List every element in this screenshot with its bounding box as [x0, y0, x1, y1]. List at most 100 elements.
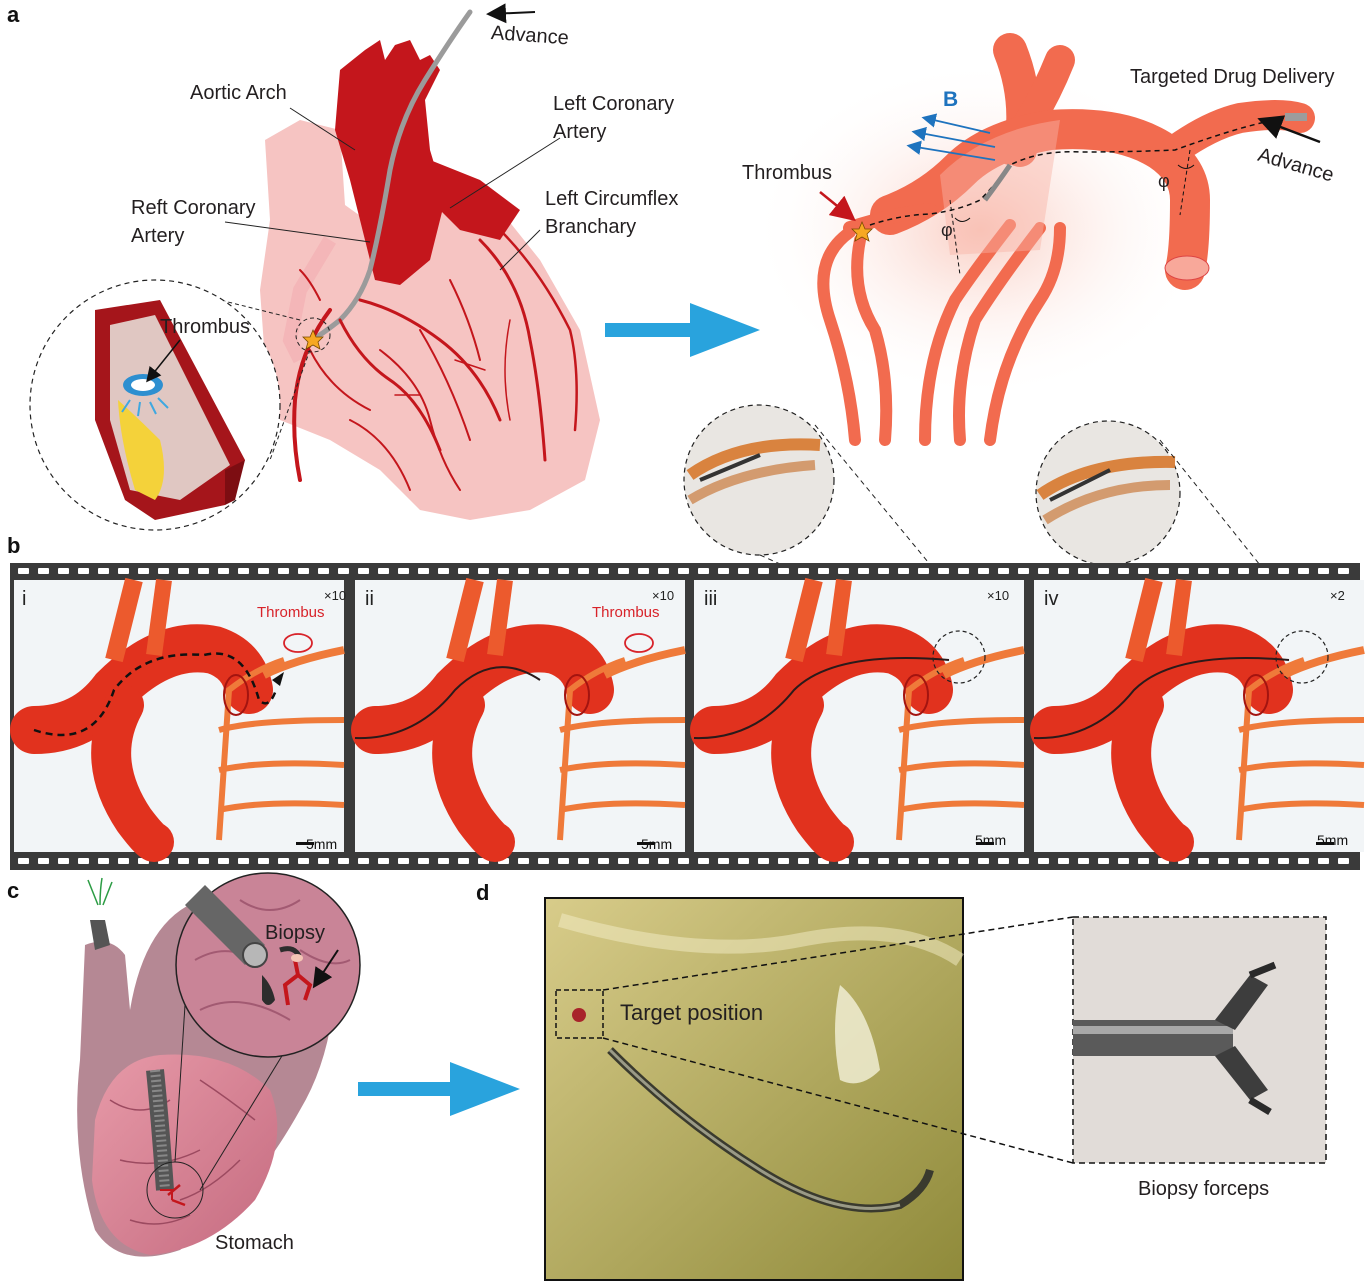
thrombus-marker [624, 633, 654, 653]
sprocket-hole [598, 568, 609, 574]
sprocket-hole [498, 568, 509, 574]
sprocket-hole [378, 568, 389, 574]
biopsy-forceps-label: Biopsy forceps [1138, 1178, 1270, 1200]
thrombus-inset-arrow [146, 339, 181, 383]
sprocket-hole [18, 568, 29, 574]
sprocket-hole [958, 568, 969, 574]
sprocket-hole [578, 858, 589, 864]
sprocket-hole [378, 858, 389, 864]
sprocket-hole [358, 568, 369, 574]
sprocket-hole [718, 568, 729, 574]
b-field-arrows [906, 113, 996, 161]
targeted-drug-delivery-label: Targeted Drug Delivery [1130, 66, 1335, 88]
vessel-loop [903, 674, 929, 716]
magnifier-right [1035, 420, 1181, 566]
sprocket-hole [558, 858, 569, 864]
sprocket-hole [858, 568, 869, 574]
sprocket-hole [738, 858, 749, 864]
sprocket-hole [1318, 568, 1329, 574]
sprocket-hole [898, 858, 909, 864]
sprocket-hole [1138, 568, 1149, 574]
sprocket-hole [38, 568, 49, 574]
branch-vessel [1125, 577, 1163, 663]
branch-vessel [446, 577, 484, 663]
small-vessel [1238, 800, 1365, 813]
magnifier-left [683, 404, 835, 556]
small-vessel [216, 657, 285, 841]
sprocket-hole [78, 568, 89, 574]
small-vessel [557, 657, 626, 841]
small-vessel [1238, 760, 1365, 773]
branch-vessel [146, 578, 172, 657]
sprocket-hole [78, 858, 89, 864]
sprocket-hole [938, 568, 949, 574]
film-frame [690, 577, 1025, 862]
advance-label-top: Advance [490, 21, 570, 50]
sprocket-hole [818, 568, 829, 574]
advance-arrow-top [486, 3, 536, 24]
left-circumflex-label-2: Branchary [545, 216, 637, 238]
film-frame [351, 577, 686, 862]
sprocket-hole [1158, 568, 1169, 574]
sprocket-hole [958, 858, 969, 864]
descending-vessel [1111, 685, 1194, 862]
sprocket-hole [518, 858, 529, 864]
sprocket-hole [1258, 568, 1269, 574]
path-arrowhead [272, 672, 284, 686]
advance-arrow-model [1257, 115, 1321, 144]
sprocket-hole [198, 568, 209, 574]
planned-path [33, 652, 278, 737]
sprocket-hole [918, 858, 929, 864]
reft-coronary-label-1: Reft Coronary [131, 197, 256, 219]
left-coronary-label-2: Artery [553, 121, 607, 143]
panel-label-d: d [476, 880, 490, 905]
heart-zoom-circle [295, 317, 331, 353]
arrow-c [358, 1062, 520, 1116]
sprocket-hole [658, 568, 669, 574]
sprocket-hole [778, 858, 789, 864]
sprocket-hole [138, 568, 149, 574]
branch-vessel [1166, 578, 1192, 657]
frame-4-scale: 5mm [1317, 832, 1349, 848]
sprocket-hole [1078, 858, 1089, 864]
sprocket-hole [1018, 858, 1029, 864]
sprocket-hole [758, 858, 769, 864]
sprocket-hole [1218, 568, 1229, 574]
leader-left-circumflex [499, 229, 541, 271]
sprocket-hole [98, 568, 109, 574]
sprocket-hole [118, 858, 129, 864]
thrombus-marker [283, 633, 313, 653]
phi-label-2: φ [1158, 171, 1170, 191]
frame-3-numeral: iii [704, 588, 718, 610]
panel-label-b: b [7, 533, 21, 558]
sprocket-hole [458, 568, 469, 574]
frame-3-mag: ×10 [987, 588, 1010, 603]
sprocket-hole [38, 858, 49, 864]
biopsy-inset [175, 872, 361, 1058]
sprocket-hole [478, 568, 489, 574]
sprocket-hole [398, 568, 409, 574]
sprocket-hole [438, 568, 449, 574]
sprocket-hole [798, 568, 809, 574]
sprocket-hole [258, 858, 269, 864]
sprocket-hole [938, 858, 949, 864]
frame-1-thrombus: Thrombus [257, 604, 325, 621]
scale-bar [976, 842, 994, 845]
frame-2-mag: ×10 [652, 588, 675, 603]
guidewire-in-vessel [354, 666, 541, 740]
sprocket-hole [298, 568, 309, 574]
vessel-model [750, 33, 1315, 446]
sprocket-hole [218, 568, 229, 574]
sprocket-hole [698, 858, 709, 864]
sprocket-hole [1058, 858, 1069, 864]
sprocket-hole [1058, 568, 1069, 574]
sprocket-hole [518, 568, 529, 574]
aortic-arch-label: Aortic Arch [190, 82, 287, 104]
sprocket-hole [418, 858, 429, 864]
small-vessel [262, 646, 345, 679]
sprocket-hole [878, 858, 889, 864]
reft-coronary-label-2: Artery [131, 225, 185, 247]
small-vessel [896, 657, 965, 841]
sprocket-hole [718, 858, 729, 864]
sprocket-hole [1118, 858, 1129, 864]
